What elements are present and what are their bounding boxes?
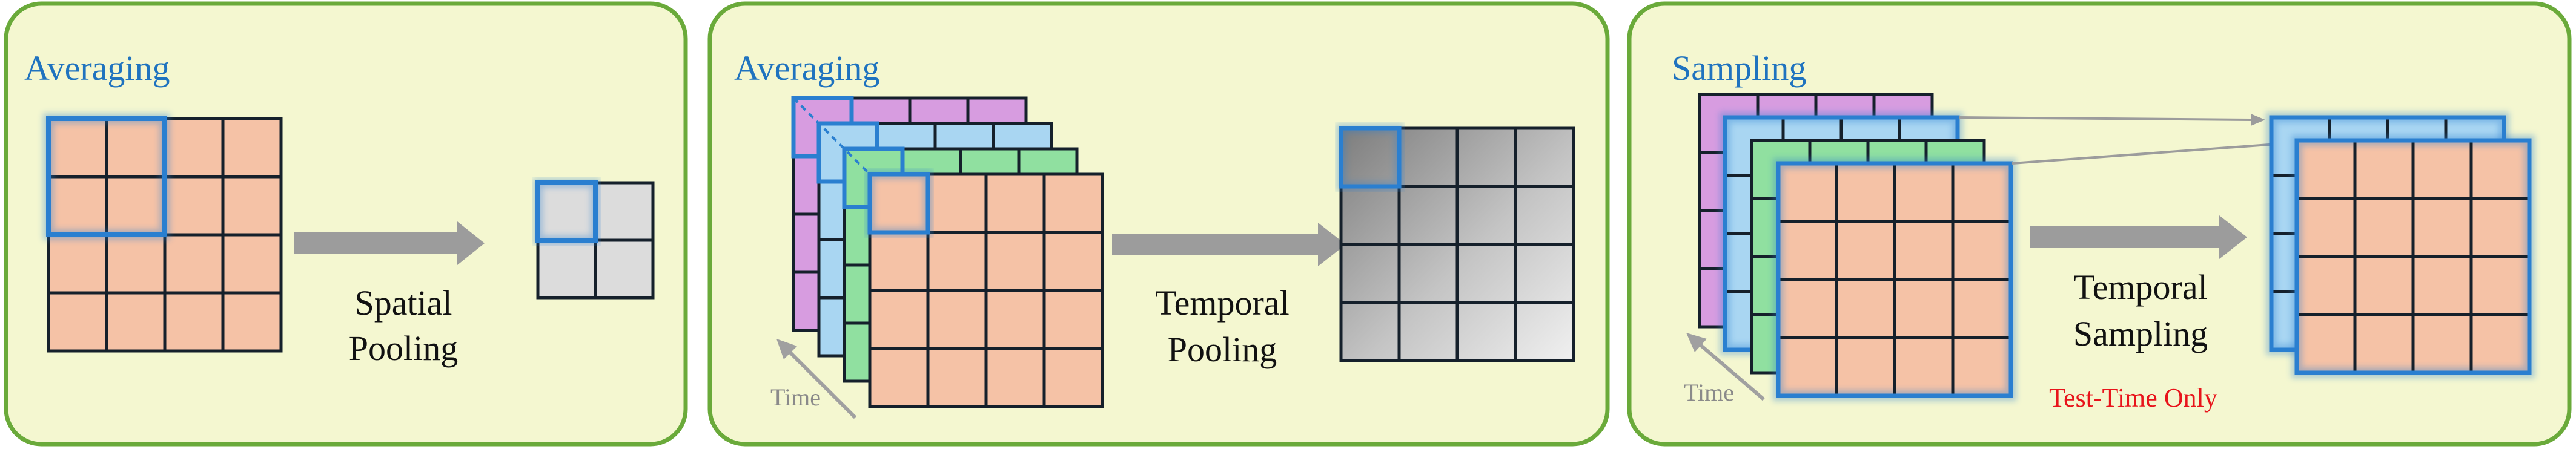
caption-line2: Pooling	[349, 329, 459, 368]
time-label: Time	[770, 384, 821, 411]
panel-title: Sampling	[1672, 48, 1806, 88]
panel-spatial-pooling: Averaging Spatial Pooling	[4, 1, 688, 447]
output-frame-orange	[2291, 135, 2535, 378]
pooled-cell-highlight	[535, 180, 598, 243]
panel-temporal-pooling: Averaging	[707, 1, 1610, 447]
caption-line1: Temporal	[1155, 283, 1289, 323]
arrow-right	[1112, 223, 1346, 266]
frame-layer-orange	[1773, 158, 2016, 401]
caption-line1: Temporal	[2073, 267, 2207, 307]
time-label: Time	[1684, 379, 1734, 406]
panel-title: Averaging	[734, 48, 880, 88]
caption-line2: Sampling	[2073, 314, 2208, 353]
caption-line1: Spatial	[354, 283, 452, 323]
time-arrow	[1686, 333, 1765, 401]
frame-layer-orange	[865, 169, 1104, 408]
output-pooled-grid	[533, 178, 655, 300]
caption-line2: Pooling	[1168, 330, 1277, 369]
arrow-right	[2030, 215, 2247, 259]
input-feature-grid	[43, 113, 283, 353]
time-arrow	[776, 339, 857, 419]
test-time-note: Test-Time Only	[2049, 383, 2217, 413]
panel-temporal-sampling: Sampling	[1627, 1, 2572, 447]
output-temporal-pooled-grid	[1336, 123, 1575, 362]
arrow-right	[294, 221, 485, 265]
pooled-cell-highlight	[1339, 126, 1402, 189]
panel-title: Averaging	[24, 48, 170, 88]
stack-connector-dashed	[792, 97, 871, 175]
pooling-window-highlight	[46, 116, 167, 237]
temporal-cell-highlight	[867, 172, 930, 235]
